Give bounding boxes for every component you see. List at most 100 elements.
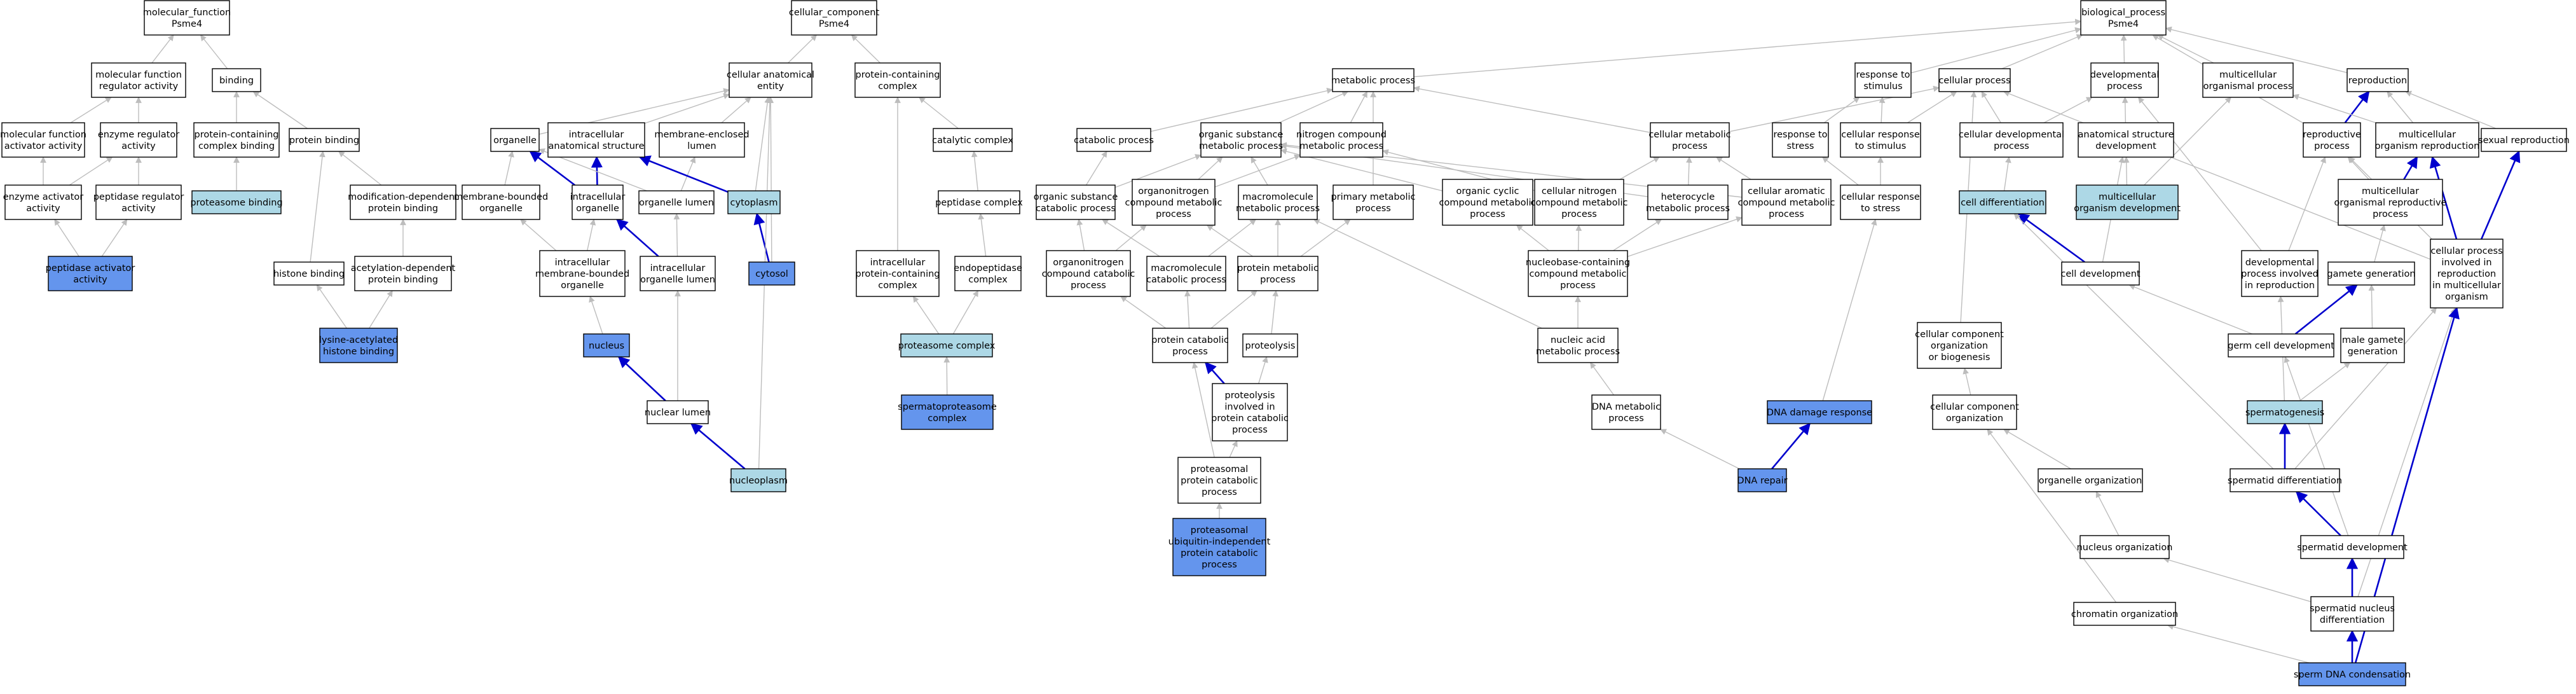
go-term-node-org_lumen[interactable]: organelle lumen	[638, 190, 715, 214]
go-term-node-binding[interactable]: binding	[212, 68, 261, 92]
go-term-node-spermatogenesis[interactable]: spermatogenesis	[2245, 400, 2324, 424]
go-term-node-prot_binding2[interactable]: proteasome binding	[190, 190, 283, 214]
go-term-node-nucleus[interactable]: nucleus	[583, 333, 630, 357]
go-term-node-reproduction[interactable]: reproduction	[2346, 68, 2409, 92]
go-term-node-cytosol[interactable]: cytosol	[748, 261, 795, 286]
go-term-box	[547, 122, 645, 158]
go-term-node-cell_dev[interactable]: cell development	[2060, 261, 2141, 286]
go-term-node-proteolysis[interactable]: proteolysis	[1242, 333, 1298, 357]
go-term-node-nuc_lumen[interactable]: nuclear lumen	[645, 400, 711, 424]
edge-cat_cx-to-pcc	[919, 97, 959, 129]
go-term-node-nuc_org[interactable]: nucleus organization	[2077, 535, 2173, 559]
go-term-node-germ_dev[interactable]: germ cell development	[2228, 333, 2334, 357]
go-term-node-cell_diff[interactable]: cell differentiation	[1959, 190, 2046, 214]
go-term-node-org_org[interactable]: organelle organization	[2038, 468, 2143, 492]
go-term-node-cat_proc[interactable]: catabolic process	[1074, 128, 1154, 152]
go-term-node-dna_repair[interactable]: DNA repair	[1737, 468, 1788, 492]
go-term-node-organelle[interactable]: organelle	[490, 128, 540, 152]
go-term-node-cell_proc[interactable]: cellular process	[1938, 68, 2011, 92]
go-term-box	[1, 122, 85, 158]
go-term-node-proteasome_cx[interactable]: proteasome complex	[898, 333, 996, 357]
go-term-node-sexual_repro[interactable]: sexual reproduction	[2478, 128, 2570, 152]
go-term-node-gamete_gen[interactable]: gamete generation	[2327, 261, 2416, 286]
go-term-node-chrom_org[interactable]: chromatin organization	[2071, 602, 2178, 626]
go-term-box	[1741, 179, 1832, 226]
go-term-node-sperm_dna[interactable]: sperm DNA condensation	[2294, 662, 2411, 686]
go-term-node-prot_binding[interactable]: protein binding	[289, 128, 360, 152]
go-term-node-pept_cx[interactable]: peptidase complex	[935, 190, 1023, 214]
go-term-node-dna_damage[interactable]: DNA damage response	[1767, 400, 1872, 424]
go-term-node-cat_cx[interactable]: catalytic complex	[932, 128, 1013, 152]
go-term-node-sperm_dev[interactable]: spermatid development	[2297, 535, 2408, 559]
go-term-node-nucleoplasm[interactable]: nucleoplasm	[729, 468, 788, 492]
go-term-node-cytoplasm[interactable]: cytoplasm	[727, 190, 781, 214]
go-term-node-ub_indep[interactable]: proteasomalubiquitin-independentprotein …	[1168, 518, 1271, 576]
go-term-node-sperm_diff[interactable]: spermatid differentiation	[2228, 468, 2342, 492]
go-term-node-hist_bind[interactable]: histone binding	[273, 261, 345, 286]
go-term-node-met_proc[interactable]: metabolic process	[1331, 68, 1415, 92]
